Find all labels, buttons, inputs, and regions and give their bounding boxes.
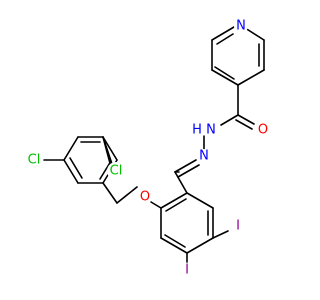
bond <box>211 26 235 41</box>
atom-o-carbonyl: O <box>256 123 270 138</box>
atom-symbol: Cl <box>28 153 41 168</box>
bond <box>69 157 83 179</box>
atom-cl-ortho: Cl <box>107 162 125 180</box>
bond <box>220 114 239 126</box>
atom-symbol: I <box>185 263 189 278</box>
bond <box>174 159 197 173</box>
bond <box>160 192 188 209</box>
atom-i-para: I <box>181 263 193 278</box>
bond <box>99 160 112 180</box>
bond <box>102 182 118 204</box>
bond-lines <box>43 25 265 263</box>
atom-o-ether: O <box>138 190 152 205</box>
bond <box>235 119 253 130</box>
atom-symbol: O <box>140 190 150 205</box>
atom-n-pyridine: N <box>234 19 248 34</box>
atom-labels: N O N H N O Cl Cl <box>25 19 270 278</box>
bond <box>164 234 186 248</box>
bond <box>102 136 118 161</box>
atom-n-imine: N <box>197 149 211 164</box>
atom-symbol: N <box>199 149 209 164</box>
bond <box>165 198 187 212</box>
bond <box>63 159 79 184</box>
bond <box>214 66 235 80</box>
bond <box>177 164 200 178</box>
bond <box>63 136 79 161</box>
bond <box>212 230 229 239</box>
bond <box>116 186 138 204</box>
molecule-structure: N O N H N O Cl Cl <box>25 18 270 278</box>
atom-h-amide: H <box>191 123 203 138</box>
atom-symbol: I <box>236 219 240 234</box>
bond <box>216 33 234 45</box>
atom-symbol: N <box>206 123 216 138</box>
bond <box>160 237 188 254</box>
bond <box>186 237 214 254</box>
bond <box>237 114 255 125</box>
bond <box>237 69 265 86</box>
bond <box>211 69 239 86</box>
atom-n-amide: N <box>204 123 218 138</box>
bond <box>150 201 162 209</box>
atom-i-meta: I <box>232 219 244 234</box>
atom-symbol: O <box>258 123 268 138</box>
bond <box>174 171 188 194</box>
bond <box>102 136 114 168</box>
bond <box>186 192 214 209</box>
atom-symbol: N <box>236 19 246 34</box>
atom-symbol: Cl <box>110 164 123 179</box>
atom-cl-para: Cl <box>25 151 43 169</box>
atom-symbol: H <box>192 123 202 138</box>
